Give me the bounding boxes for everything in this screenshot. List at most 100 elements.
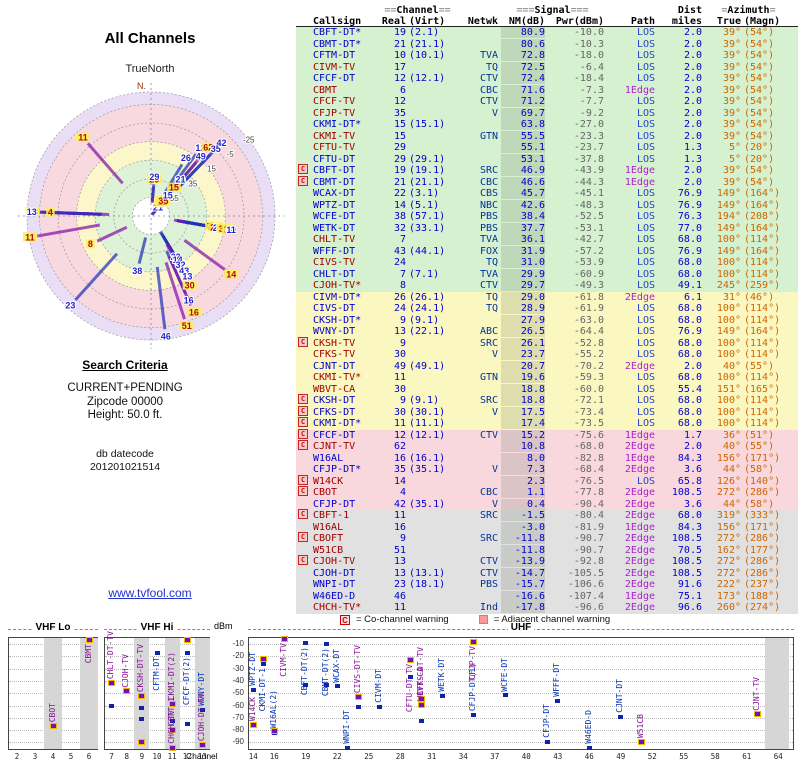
radar-petal [155,266,167,330]
warning-marker: C [296,555,310,568]
dbm-tick: -50 [232,688,244,698]
real-channel: 30 [393,383,406,395]
col-miles: miles [671,15,702,27]
tvfool-link[interactable]: www.tvfool.com [108,586,192,600]
virtual-channel: (9.1) [409,314,440,326]
station-marker [376,704,382,709]
station-label: CBMT [83,643,93,664]
radar-petal [167,255,193,307]
path: 2Edge [624,579,655,591]
dbm-tick: -70 [232,712,244,722]
station-label: WETK-DT [436,658,446,693]
real-channel: 24 [393,303,406,315]
real-channel: 35 [393,464,406,476]
dbm-gridline [105,730,209,732]
path: LOS [636,119,655,131]
callsign: CKSH-TV [313,337,356,349]
network: CTV [479,73,498,85]
distance: 68.0 [677,268,702,280]
power: -27.0 [573,119,604,131]
power: -7.7 [579,96,604,108]
channel-tick: 37 [490,752,500,761]
distance: 76.9 [677,326,702,338]
band-name: VHF Hi [104,622,210,633]
callsign: CFTU-DT [313,153,356,165]
noise-margin: 42.6 [501,199,545,211]
real-channel: 11 [393,602,406,614]
warning-stripe [765,638,790,749]
virtual-channel: (29.1) [409,153,446,165]
power: -61.8 [573,291,604,303]
callsign: CIVM-TV [313,61,356,73]
path: 1Edge [624,165,655,177]
noise-margin: 7.3 [501,464,545,476]
callsign: CIVM-DT* [313,291,362,303]
power: -73.4 [573,406,604,418]
real-channel: 42 [393,498,406,510]
distance: 2.0 [683,27,702,39]
warning-marker: C [296,417,310,430]
radar-label-highlight [22,232,37,242]
azimuth-true: 245° [716,280,741,292]
path: 2Edge [624,533,655,545]
azimuth-magnetic: (55°) [744,360,775,372]
noise-margin: 63.8 [501,119,545,131]
radar-channel-label: 35 [211,144,221,154]
callsign: WCFE-DT [313,211,356,223]
col-virt: (Virt) [409,15,446,27]
azimuth-magnetic: (114°) [744,349,781,361]
station-label: CIVS-DT-TV [352,644,362,694]
noise-margin: 17.4 [501,418,545,430]
real-channel: 15 [393,130,406,142]
power: -60.9 [573,268,604,280]
path: LOS [636,303,655,315]
callsign: CBFT-1 [313,510,350,522]
co-channel-warning-icon: C [298,336,308,347]
channel-tick: 13 [197,752,207,761]
noise-margin: 10.8 [501,441,545,453]
distance: 68.0 [677,314,702,326]
virtual-channel: (18.1) [409,579,446,591]
path: 2Edge [624,510,655,522]
radar-channel-label: 13 [27,207,37,217]
radar-label-highlight [166,182,181,192]
power: -80.4 [573,510,604,522]
azimuth-true: 149° [716,326,741,338]
path: LOS [636,349,655,361]
warning-marker: C [296,509,310,522]
radar-petal [165,243,188,280]
station-marker [124,689,130,694]
power: -90.4 [573,498,604,510]
power: -64.4 [573,326,604,338]
signal-group-header: ===Signal=== [516,5,589,16]
callsign: W46ED-D [313,590,356,602]
co-channel-warning-icon: C [298,440,308,451]
real-channel: 35 [393,107,406,119]
azimuth-magnetic: (58°) [744,498,775,510]
radar-channel-label: 32 [176,260,186,270]
azimuth-true: 39° [722,61,741,73]
table-column-header: Callsign Real (Virt) Netwk NM(dB) Pwr(dB… [296,16,798,27]
azimuth-true: 39° [722,176,741,188]
path: LOS [636,475,655,487]
station-marker [184,651,190,656]
noise-margin: 0.4 [501,498,545,510]
power: -76.5 [573,475,604,487]
azimuth-true: 149° [716,188,741,200]
azimuth-true: 39° [722,107,741,119]
callsign: CBMT [313,84,338,96]
distance: 2.0 [683,96,702,108]
azimuth-magnetic: (164°) [744,199,781,211]
distance: 68.0 [677,234,702,246]
network: PBS [479,222,498,234]
noise-margin: 37.7 [501,222,545,234]
callsign: CKMI-DT* [313,119,362,131]
